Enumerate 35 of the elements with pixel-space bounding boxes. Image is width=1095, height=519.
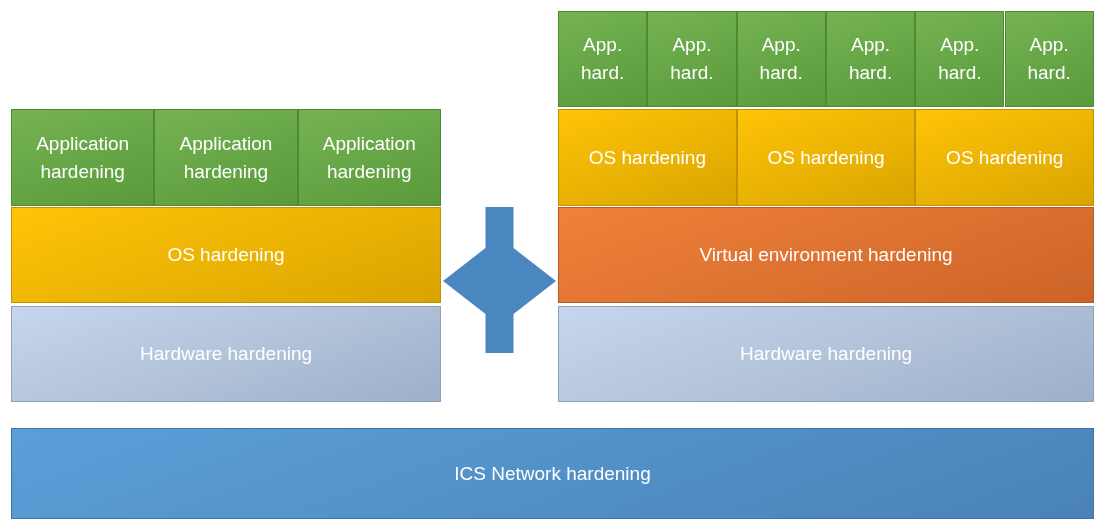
layer-label: Hardware hardening	[139, 342, 313, 367]
layer-label: OS hardening	[767, 145, 885, 170]
layer-label: App. hard.	[1026, 33, 1072, 85]
layer-label: OS hardening	[946, 145, 1064, 170]
layer-label: Application hardening	[35, 131, 131, 184]
layer-box	[915, 109, 1095, 206]
layer-box	[736, 11, 826, 107]
layer-label: Application hardening	[321, 131, 417, 184]
layer-label: OS hardening	[588, 145, 706, 170]
layer-label: App. hard.	[937, 33, 983, 85]
layer-box	[558, 11, 648, 107]
layer-box	[736, 109, 916, 206]
layer-box	[558, 306, 1094, 402]
layer-box	[11, 428, 1094, 519]
layer-label: App. hard.	[669, 33, 715, 85]
layer-box	[825, 11, 916, 107]
layer-label: App. hard.	[758, 33, 804, 85]
layer-label: App. hard.	[847, 33, 894, 85]
layer-box	[154, 109, 298, 206]
layer-label: Application hardening	[178, 131, 274, 184]
layer-label: Virtual environment hardening	[699, 243, 953, 268]
layer-box	[11, 109, 155, 206]
layer-label: App. hard.	[580, 33, 626, 85]
layer-label: OS hardening	[167, 243, 285, 268]
layer-box	[558, 207, 1094, 303]
layer-box	[1004, 11, 1094, 107]
layer-box	[558, 109, 737, 206]
layer-box	[915, 11, 1005, 107]
layer-box	[297, 109, 441, 206]
layer-label: ICS Network hardening	[454, 461, 651, 486]
layer-box	[11, 207, 441, 303]
layer-box	[11, 306, 441, 402]
double-arrow	[443, 207, 556, 353]
layer-label: Hardware hardening	[739, 342, 913, 367]
layer-box	[647, 11, 737, 107]
